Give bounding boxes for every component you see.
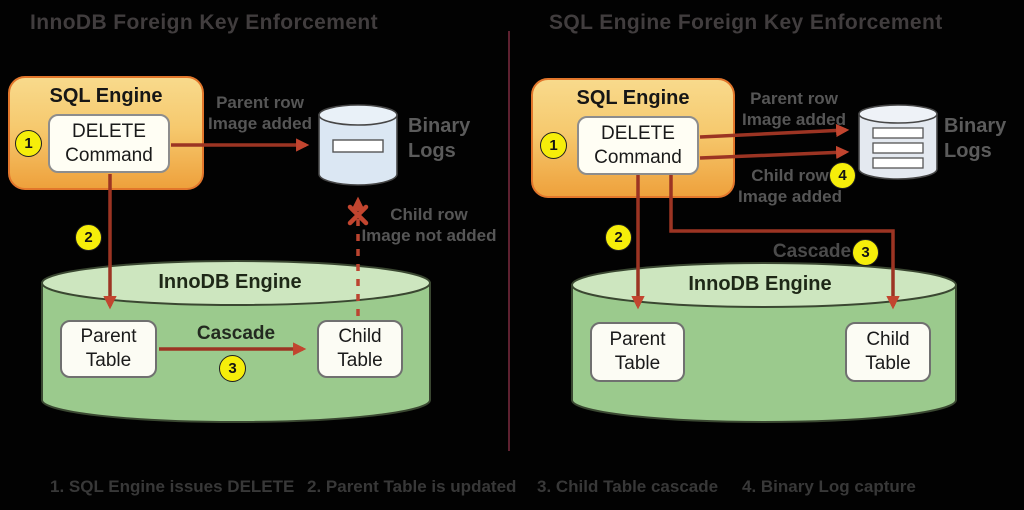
child-table-box-right: Child Table xyxy=(845,322,931,382)
delete-command-box-left: DELETE Command xyxy=(48,114,170,173)
footer-item-1: 1. SQL Engine issues DELETE xyxy=(50,477,295,496)
left-panel-title: InnoDB Foreign Key Enforcement xyxy=(30,11,379,34)
innodb-engine-cylinder-left xyxy=(41,260,431,423)
right-panel-title: SQL Engine Foreign Key Enforcement xyxy=(549,11,943,34)
step-badge-1-right: 1 xyxy=(540,132,567,159)
footer-item-4: 4. Binary Log capture xyxy=(742,477,916,496)
footer-item-2: 2. Parent Table is updated xyxy=(307,477,517,496)
step-badge-2-right: 2 xyxy=(605,224,632,251)
parent-row-note: Parent row Image added xyxy=(742,89,846,129)
binary-logs-label: Binary Logs xyxy=(408,115,471,162)
log-entry-slot xyxy=(872,127,924,139)
delete-command-box-right: DELETE Command xyxy=(577,116,699,175)
step-badge-2-left: 2 xyxy=(75,224,102,251)
child-row-note: Child row Image not added xyxy=(361,205,497,245)
innodb-engine-label: InnoDB Engine xyxy=(688,273,832,295)
step-badge-3-right: 3 xyxy=(852,239,879,266)
binary-logs-label: Binary Logs xyxy=(944,115,1007,162)
log-entry-slot xyxy=(872,157,924,169)
cascade-label: Cascade xyxy=(772,241,852,262)
log-entry-slot xyxy=(872,142,924,154)
step-badge-3-left: 3 xyxy=(219,355,246,382)
binary-logs-cylinder-right xyxy=(858,104,938,180)
binary-logs-cylinder-left xyxy=(318,104,398,186)
step-badge-4-right: 4 xyxy=(829,162,856,189)
cylinder-body xyxy=(571,284,957,423)
log-entry-slot xyxy=(332,139,384,153)
sql-engine-label: SQL Engine xyxy=(576,87,690,109)
panel-divider xyxy=(508,31,510,451)
step-badge-1-left: 1 xyxy=(15,130,42,157)
cylinder-top xyxy=(318,104,398,126)
cylinder-top xyxy=(858,104,938,124)
footer-item-3: 3. Child Table cascade xyxy=(537,477,719,496)
child-table-box-left: Child Table xyxy=(317,320,403,378)
parent-row-note: Parent row Image added xyxy=(208,93,312,133)
cylinder-body xyxy=(41,282,431,423)
parent-table-box-left: Parent Table xyxy=(60,320,157,378)
innodb-engine-label: InnoDB Engine xyxy=(158,271,302,293)
cylinder-top xyxy=(41,260,431,306)
parent-table-box-right: Parent Table xyxy=(590,322,685,382)
sql-engine-label: SQL Engine xyxy=(49,85,163,107)
cascade-label: Cascade xyxy=(196,323,276,344)
